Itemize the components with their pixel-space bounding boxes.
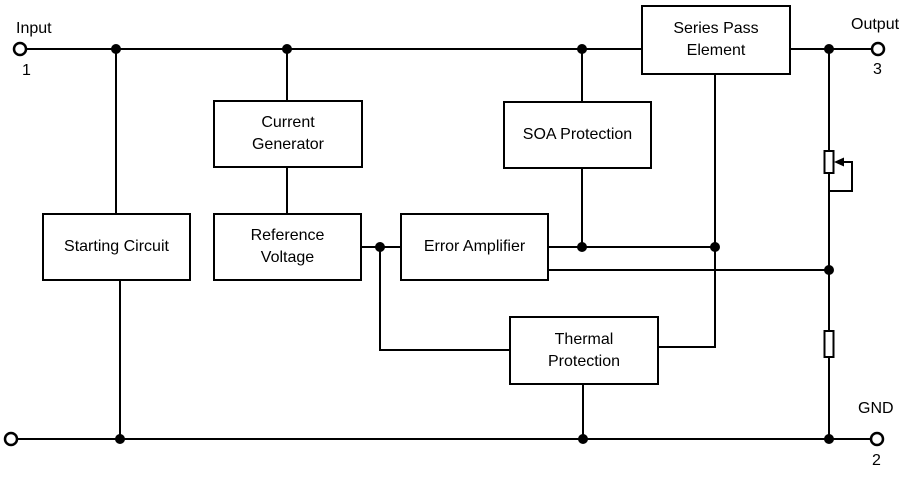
block-label-line: Starting Circuit <box>64 238 169 255</box>
block-label-line: Generator <box>251 136 325 153</box>
block-label-line: Current <box>261 114 315 131</box>
terminals <box>3 41 886 447</box>
junction-dot <box>375 242 385 252</box>
block-label-line: Voltage <box>260 249 315 266</box>
block-soa-protection: SOA Protection <box>503 101 652 169</box>
block-reference-voltage: Reference Voltage <box>213 213 362 281</box>
block-label-line: Error Amplifier <box>423 238 526 255</box>
ground-terminal-circle <box>869 431 885 447</box>
block-label-line: SOA Protection <box>522 126 633 143</box>
ground-left-terminal-circle <box>3 431 19 447</box>
block-label-line: Thermal <box>554 330 614 348</box>
junction-dot <box>577 242 587 252</box>
input-pin-number: 1 <box>22 62 31 79</box>
junction-dot <box>282 44 292 54</box>
junction-dot <box>577 44 587 54</box>
wire-series-pass-drive <box>659 74 716 348</box>
junction-dot <box>710 242 720 252</box>
block-label-line: Reference <box>250 227 325 244</box>
block-series-pass-element: Series Pass Element <box>641 5 791 75</box>
block-label-line: Series Pass <box>673 20 759 37</box>
divider-resistor-icon <box>823 330 835 358</box>
block-label-line: Element <box>686 42 746 59</box>
block-label-line: Protection <box>547 352 621 370</box>
block-starting-circuit: Starting Circuit <box>42 213 191 281</box>
wire-potentiometer-wiper <box>829 161 853 192</box>
block-current-generator: Current Generator <box>213 100 363 168</box>
output-terminal-circle <box>870 41 886 57</box>
junction-dot <box>111 44 121 54</box>
junction-dot <box>578 434 588 444</box>
block-thermal-protection: Thermal Protection <box>509 316 659 385</box>
input-terminal-circle <box>12 41 28 57</box>
junction-dot <box>824 434 834 444</box>
junction-dots <box>111 44 834 444</box>
junction-dot <box>824 265 834 275</box>
wiper-arrow-icon <box>834 157 844 167</box>
junction-dot <box>824 44 834 54</box>
wire-reference-to-thermal <box>379 247 509 351</box>
input-terminal-label: Input <box>16 20 52 37</box>
output-terminal-label: Output <box>851 16 900 33</box>
gnd-pin-number: 2 <box>872 452 881 469</box>
adjustable-resistor-icon <box>823 150 835 174</box>
gnd-terminal-label: GND <box>858 400 894 417</box>
output-pin-number: 3 <box>873 61 882 78</box>
junction-dot <box>115 434 125 444</box>
block-error-amplifier: Error Amplifier <box>400 213 549 281</box>
